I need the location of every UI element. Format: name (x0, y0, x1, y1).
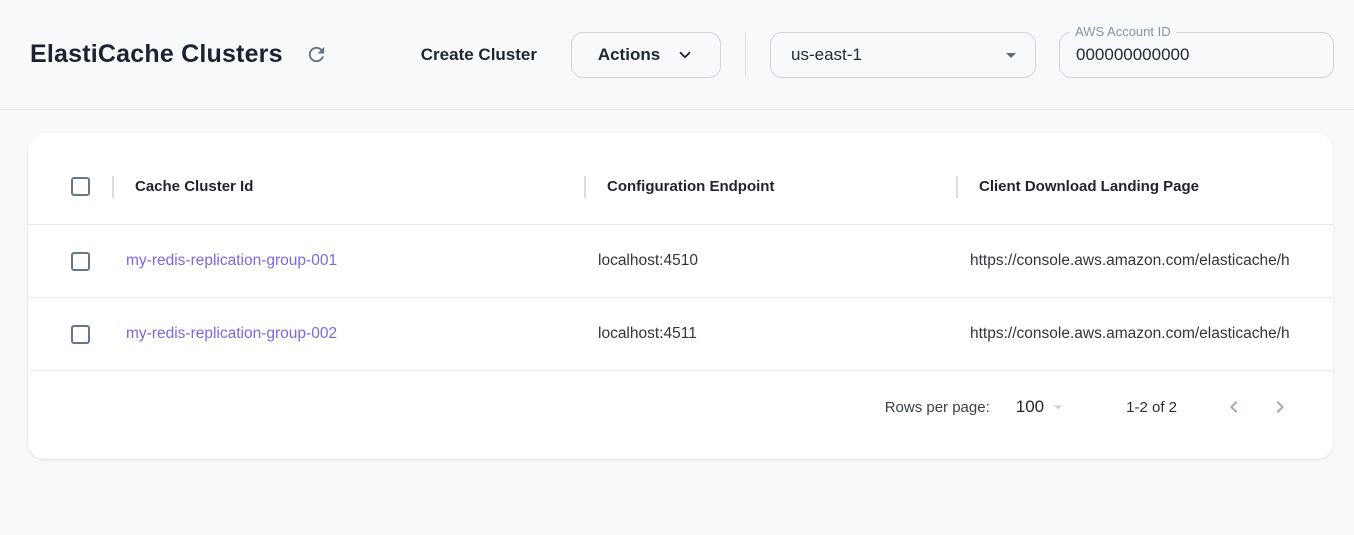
cluster-link[interactable]: my-redis-replication-group-002 (126, 325, 338, 342)
select-caret-icon (1048, 397, 1068, 417)
refresh-icon (305, 43, 328, 66)
rows-per-page-select[interactable]: 100 (1016, 397, 1068, 417)
aws-account-id-input[interactable] (1060, 32, 1333, 77)
aws-account-id-field[interactable]: AWS Account ID (1059, 23, 1334, 78)
client-download-landing-page-cell: https://console.aws.amazon.com/elasticac… (970, 252, 1290, 269)
column-header-configuration-endpoint[interactable]: Configuration Endpoint (584, 149, 956, 224)
actions-button-label: Actions (597, 44, 661, 64)
region-select-value: us-east-1 (791, 44, 862, 64)
cluster-link[interactable]: my-redis-replication-group-001 (126, 252, 338, 269)
table-row: my-redis-replication-group-001 localhost… (28, 225, 1333, 298)
region-select[interactable]: us-east-1 (770, 31, 1036, 78)
aws-account-id-label: AWS Account ID (1070, 23, 1176, 39)
chevron-right-icon (1268, 395, 1292, 419)
configuration-endpoint-cell: localhost:4511 (598, 325, 697, 342)
toolbar-divider (745, 32, 746, 77)
pagination-range-label: 1-2 of 2 (1126, 398, 1177, 416)
next-page-button[interactable] (1265, 392, 1295, 422)
row-checkbox-cell (28, 225, 112, 297)
row-checkbox[interactable] (71, 251, 90, 271)
clusters-table-card: Cache Cluster Id Configuration Endpoint … (28, 133, 1333, 459)
previous-page-button[interactable] (1219, 392, 1249, 422)
row-checkbox[interactable] (71, 324, 90, 344)
row-checkbox-cell (28, 298, 112, 370)
cache-cluster-id-cell: my-redis-replication-group-002 (112, 298, 584, 370)
select-all-checkbox[interactable] (71, 177, 90, 196)
create-cluster-button[interactable]: Create Cluster (417, 37, 541, 73)
dropdown-caret-icon (999, 43, 1023, 67)
chevron-left-icon (1222, 395, 1246, 419)
column-header-cache-cluster-id[interactable]: Cache Cluster Id (112, 149, 584, 224)
column-header-client-download-landing-page[interactable]: Client Download Landing Page (956, 149, 1333, 224)
rows-per-page-value: 100 (1015, 397, 1045, 416)
table-pagination: Rows per page: 100 1-2 of 2 (28, 371, 1333, 443)
chevron-down-icon (676, 46, 694, 64)
cache-cluster-id-cell: my-redis-replication-group-001 (112, 225, 584, 297)
actions-button[interactable]: Actions (571, 31, 721, 78)
refresh-button[interactable] (303, 41, 331, 69)
table-row: my-redis-replication-group-002 localhost… (28, 298, 1333, 371)
configuration-endpoint-cell: localhost:4510 (598, 252, 698, 269)
header-checkbox-cell (28, 149, 112, 224)
page-title: ElastiCache Clusters (30, 40, 283, 68)
rows-per-page-label: Rows per page: (884, 398, 990, 416)
title-group: ElastiCache Clusters (30, 40, 331, 69)
client-download-landing-page-cell: https://console.aws.amazon.com/elasticac… (970, 325, 1290, 342)
topbar: ElastiCache Clusters Create Cluster Acti… (0, 0, 1354, 110)
table-header-row: Cache Cluster Id Configuration Endpoint … (28, 149, 1333, 225)
